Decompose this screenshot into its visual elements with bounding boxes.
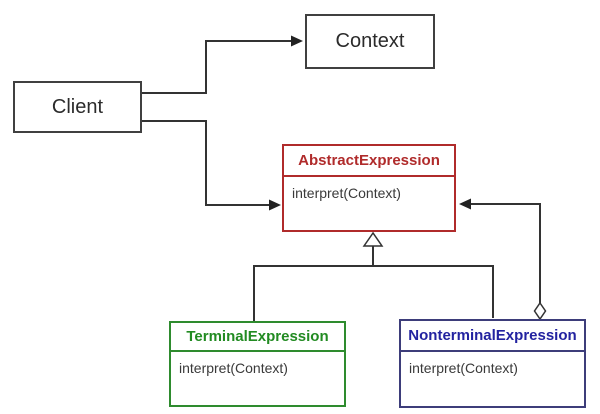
arrow-client-to-abstract-expression <box>142 120 281 211</box>
arrowhead-icon <box>291 35 303 47</box>
class-context-label: Context <box>335 30 405 52</box>
class-terminal-expression-title: TerminalExpression <box>171 323 344 352</box>
class-nonterminal-expression-method: interpret(Context) <box>409 360 518 376</box>
hollow-diamond-icon <box>533 301 547 321</box>
class-terminal-expression-method: interpret(Context) <box>179 360 288 376</box>
class-client-label: Client <box>51 95 104 118</box>
class-abstract-expression-title: AbstractExpression <box>284 146 454 177</box>
arrowhead-icon <box>459 198 471 210</box>
arrowhead-icon <box>269 199 281 211</box>
class-nonterminal-expression-title: NonterminalExpression <box>401 321 584 352</box>
arrow-client-to-context <box>142 35 303 94</box>
class-abstract-expression-method: interpret(Context) <box>292 185 401 201</box>
class-nonterminal-expression: NonterminalExpression interpret(Context) <box>399 319 586 408</box>
class-client: Client <box>13 81 142 133</box>
class-context: Context <box>305 14 435 69</box>
generalization-lines <box>253 231 494 321</box>
class-terminal-expression: TerminalExpression interpret(Context) <box>169 321 346 407</box>
aggregation-nonterminal-to-abstract <box>459 198 547 321</box>
class-abstract-expression: AbstractExpression interpret(Context) <box>282 144 456 232</box>
hollow-triangle-icon <box>362 231 384 247</box>
